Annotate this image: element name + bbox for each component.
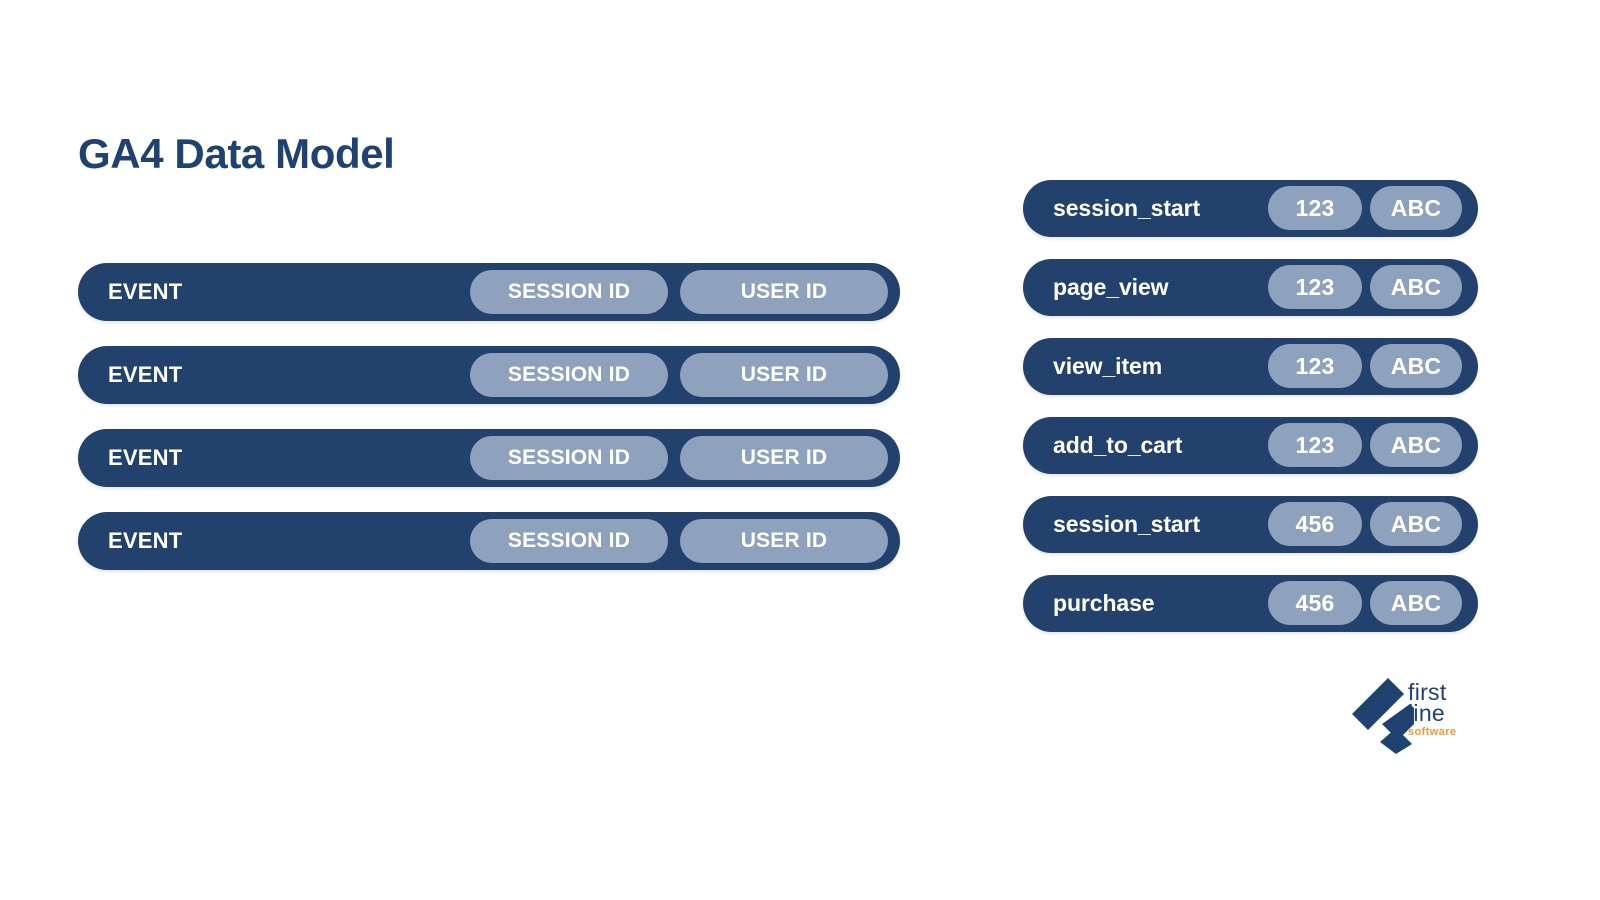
logo-word-first: first <box>1408 679 1447 705</box>
user-id-pill[interactable]: USER ID <box>680 353 888 397</box>
event-name-label: session_start <box>1053 195 1200 221</box>
event-bar[interactable]: EVENT SESSION ID USER ID <box>78 429 900 487</box>
event-bar[interactable]: EVENT SESSION ID USER ID <box>78 346 900 404</box>
user-id-value-pill[interactable]: ABC <box>1370 265 1462 309</box>
event-name-label: purchase <box>1053 590 1155 616</box>
event-name-label: session_start <box>1053 511 1200 537</box>
event-name-label: view_item <box>1053 353 1163 379</box>
user-id-value-pill[interactable]: ABC <box>1370 186 1462 230</box>
brand-logo: first line software <box>1352 672 1472 757</box>
user-id-value-pill[interactable]: ABC <box>1370 423 1462 467</box>
page-title: GA4 Data Model <box>78 130 395 177</box>
session-id-pill[interactable]: SESSION ID <box>470 270 668 314</box>
user-id-pill[interactable]: USER ID <box>680 270 888 314</box>
event-bar-label: EVENT <box>108 445 183 470</box>
event-bar-label: EVENT <box>108 279 183 304</box>
session-id-value-pill[interactable]: 123 <box>1268 265 1362 309</box>
event-bar[interactable]: EVENT SESSION ID USER ID <box>78 263 900 321</box>
event-bar[interactable]: EVENT SESSION ID USER ID <box>78 512 900 570</box>
session-id-value-pill[interactable]: 123 <box>1268 344 1362 388</box>
event-bars-column: EVENT SESSION ID USER ID EVENT SESSION ID USE… <box>78 263 900 595</box>
session-id-value-pill[interactable]: 123 <box>1268 423 1362 467</box>
user-id-pill[interactable]: USER ID <box>680 519 888 563</box>
event-bar-label: EVENT <box>108 528 183 553</box>
event-name-label: page_view <box>1053 274 1169 300</box>
firstline-chevron-mark-icon <box>1352 676 1414 754</box>
session-id-pill[interactable]: SESSION ID <box>470 353 668 397</box>
logo-word-line: line <box>1408 700 1446 726</box>
user-id-value-pill[interactable]: ABC <box>1370 581 1462 625</box>
session-id-value-pill[interactable]: 123 <box>1268 186 1362 230</box>
session-id-value-pill[interactable]: 456 <box>1268 581 1362 625</box>
user-id-value-pill[interactable]: ABC <box>1370 344 1462 388</box>
firstline-wordmark: first line software <box>1408 679 1474 752</box>
session-id-value-pill[interactable]: 456 <box>1268 502 1362 546</box>
event-bar-label: EVENT <box>108 362 183 387</box>
session-id-pill[interactable]: SESSION ID <box>470 519 668 563</box>
logo-word-software: software <box>1408 726 1457 738</box>
user-id-value-pill[interactable]: ABC <box>1370 502 1462 546</box>
event-name-label: add_to_cart <box>1053 432 1183 458</box>
user-id-pill[interactable]: USER ID <box>680 436 888 480</box>
session-id-pill[interactable]: SESSION ID <box>470 436 668 480</box>
